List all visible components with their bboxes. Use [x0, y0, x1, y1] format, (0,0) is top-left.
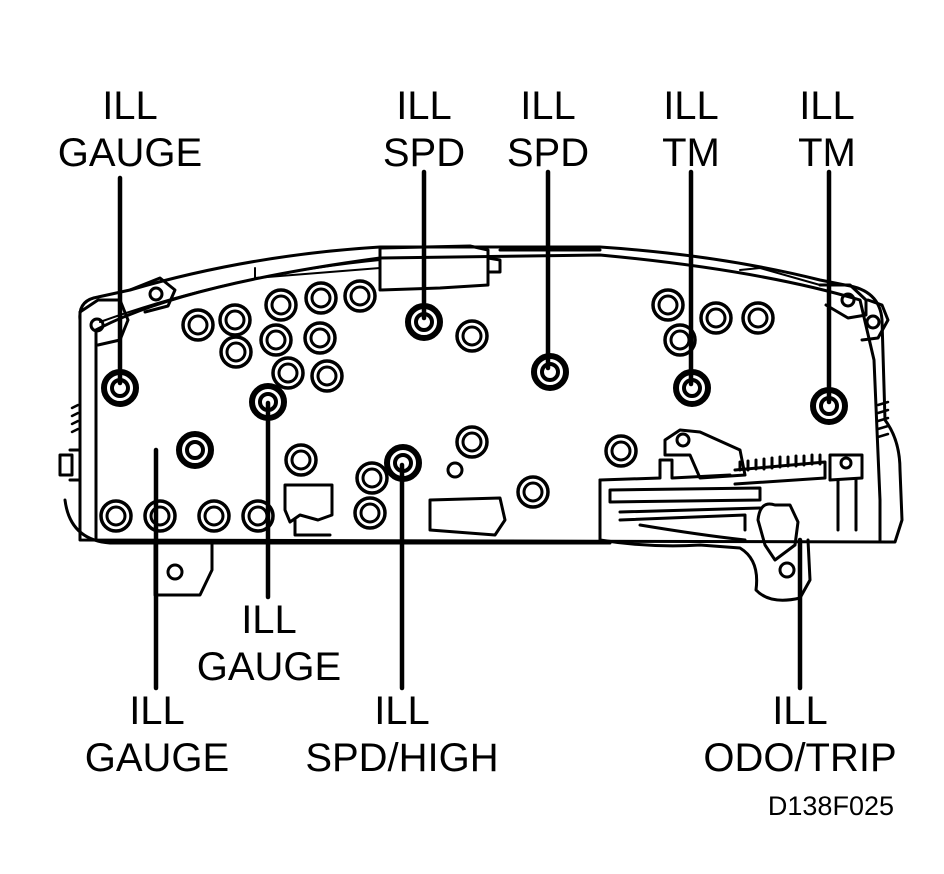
label-line: ILL [374, 689, 430, 733]
figure-code: D138F025 [767, 791, 894, 821]
label-ill-spd-b: ILL SPD [488, 83, 608, 177]
label-line: ILL [102, 84, 158, 128]
bulb-socket [99, 499, 133, 533]
bulb-socket [181, 308, 215, 342]
label-ill-spd-a: ILL SPD [364, 83, 484, 177]
label-ill-odo-trip: ILL ODO/TRIP [700, 688, 900, 782]
label-line: SPD [382, 131, 466, 175]
bulb-socket [699, 301, 733, 335]
label-ill-gauge-low: ILL GAUGE [82, 688, 232, 782]
bulb-socket [284, 443, 318, 477]
housing-bottom [63, 498, 812, 602]
bulb-socket [343, 279, 377, 313]
side-serrations [70, 400, 890, 439]
bulb-socket [218, 303, 252, 337]
label-line: ILL [799, 84, 855, 128]
label-line: ILL [241, 598, 297, 642]
bulb-socket [455, 425, 489, 459]
lower-connectors [283, 461, 507, 537]
bulb-socket [310, 359, 344, 393]
bulb-socket [353, 496, 387, 530]
label-line: SPD/HIGH [305, 736, 499, 780]
bulb-socket [604, 434, 638, 468]
label-line: ILL [663, 84, 719, 128]
label-line: TM [798, 131, 856, 175]
label-line: GAUGE [57, 131, 203, 175]
bulb-socket [304, 281, 338, 315]
bulb-socket [197, 499, 231, 533]
bulb-socket [259, 323, 293, 357]
bulb-socket [651, 288, 685, 322]
leader-lines [117, 169, 832, 691]
odo-trip-assembly [598, 428, 864, 562]
label-line: ODO/TRIP [703, 736, 897, 780]
label-ill-tm-b: ILL TM [777, 83, 877, 177]
label-ill-gauge-top: ILL GAUGE [55, 83, 205, 177]
label-line: ILL [772, 689, 828, 733]
label-ill-spd-high: ILL SPD/HIGH [302, 688, 502, 782]
bulb-socket [264, 288, 298, 322]
label-line: TM [662, 131, 720, 175]
ill-bulb-socket [176, 431, 214, 469]
bulb-socket [303, 321, 337, 355]
bulb-sockets [99, 279, 848, 533]
label-line: ILL [520, 84, 576, 128]
label-line: GAUGE [196, 645, 342, 689]
label-ill-gauge-mid: ILL GAUGE [194, 597, 344, 691]
label-line: ILL [396, 84, 452, 128]
bulb-socket [741, 301, 775, 335]
bulb-socket [355, 461, 389, 495]
label-line: SPD [506, 131, 590, 175]
bulb-socket [455, 319, 489, 353]
label-line: ILL [129, 689, 185, 733]
bulb-socket [271, 356, 305, 390]
bulb-socket [143, 499, 177, 533]
top-connector [378, 244, 602, 292]
bulb-socket [516, 475, 550, 509]
label-line: GAUGE [84, 736, 230, 780]
bulb-socket [219, 335, 253, 369]
label-ill-tm-a: ILL TM [641, 83, 741, 177]
